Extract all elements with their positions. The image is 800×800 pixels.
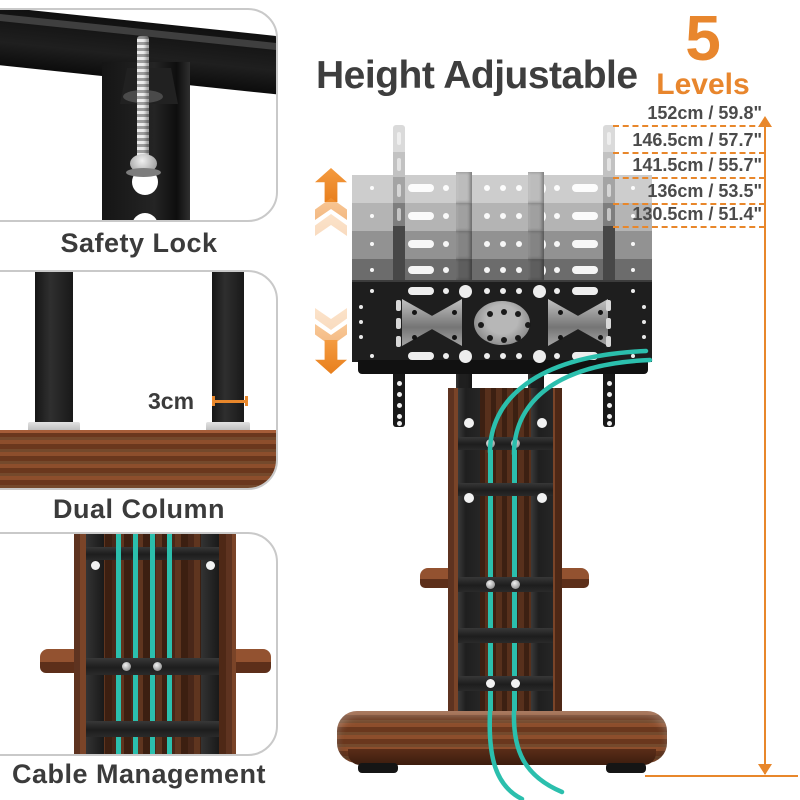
bracket-hole <box>443 213 449 219</box>
bracket-hole <box>516 185 522 191</box>
bracket-hole <box>631 214 635 218</box>
bracket-hole <box>554 241 560 247</box>
bracket-hole <box>370 186 374 190</box>
safety-lock-panel <box>0 8 278 222</box>
bracket-hole <box>516 267 522 273</box>
bracket-post-segment <box>456 172 472 203</box>
shelf-right-wing <box>236 649 271 673</box>
frame-bottom-bar <box>86 721 219 737</box>
cable <box>133 534 138 754</box>
bracket-hole <box>408 184 434 192</box>
bracket-hole <box>500 267 506 273</box>
bracket-hole <box>554 185 560 191</box>
mid-bar-screw <box>122 662 131 671</box>
bracket-hole <box>516 213 522 219</box>
mid-bar-screw <box>153 662 162 671</box>
bracket-post-segment <box>528 231 544 259</box>
bracket-hole <box>631 186 635 190</box>
bracket-post-segment <box>528 203 544 231</box>
bracket-hole <box>554 213 560 219</box>
bracket-hole <box>572 212 598 220</box>
cable <box>150 534 155 754</box>
safety-lock-caption: Safety Lock <box>60 228 218 258</box>
mount-rail-lower <box>603 374 615 427</box>
cable-management-caption: Cable Management <box>11 759 267 789</box>
bracket-post-segment <box>456 203 472 231</box>
bracket-hole <box>484 213 490 219</box>
bracket-hole <box>408 266 434 274</box>
left-base-plate <box>28 422 80 432</box>
bracket-hole <box>370 268 374 272</box>
bracket-hole <box>408 240 434 248</box>
bracket-hole <box>443 267 449 273</box>
bracket-hole <box>500 241 506 247</box>
right-base-plate <box>206 422 250 432</box>
bracket-post-segment <box>528 172 544 203</box>
bracket-hole <box>631 268 635 272</box>
bracket-hole <box>484 267 490 273</box>
gap-measure-tick <box>212 396 215 406</box>
bracket-post-segment <box>528 259 544 280</box>
bracket-hole <box>408 212 434 220</box>
gap-measure-line <box>212 400 248 403</box>
screw-head-washer <box>126 168 161 177</box>
rail-slot-hole <box>397 184 401 197</box>
frame-right-rail <box>201 534 219 754</box>
page-title: Height Adjustable <box>316 54 638 97</box>
cable <box>167 534 172 754</box>
bracket-post-segment <box>456 280 472 398</box>
rail-slot-hole <box>607 184 611 197</box>
bracket-hole <box>500 213 506 219</box>
bracket-hole <box>370 214 374 218</box>
bracket-post-segment <box>528 280 544 398</box>
dual-column-panel: 3cm <box>0 270 278 490</box>
bracket-hole <box>132 213 158 220</box>
cable-management-panel <box>0 532 278 756</box>
frame-mid-bar <box>86 658 219 675</box>
frame-screw-dot <box>206 561 215 570</box>
bracket-hole <box>572 266 598 274</box>
shelf-left-wing <box>40 649 74 673</box>
bracket-hole <box>484 241 490 247</box>
bracket-hole <box>516 241 522 247</box>
bracket-post-segment <box>456 259 472 280</box>
cable <box>116 534 121 754</box>
bracket-hole <box>443 185 449 191</box>
bracket-hole <box>484 185 490 191</box>
frame-screw-dot <box>91 561 100 570</box>
rail-slot-hole <box>397 208 401 221</box>
bracket-post-segment <box>456 231 472 259</box>
rail-slot-hole <box>607 208 611 221</box>
bracket-hole <box>572 240 598 248</box>
mount-rail-segment <box>393 226 405 280</box>
levels-number: 5 <box>685 2 721 74</box>
rail-slot-hole <box>397 158 401 171</box>
mount-rail-lower <box>393 374 405 427</box>
rail-slot-hole <box>607 132 611 145</box>
left-column <box>35 272 73 424</box>
bracket-hole <box>572 184 598 192</box>
bracket-hole <box>443 241 449 247</box>
floor-line <box>645 775 798 777</box>
levels-label: Levels <box>656 68 750 101</box>
bracket-hole <box>554 267 560 273</box>
dimension-arrowhead-down-icon <box>758 764 772 775</box>
dimension-line <box>764 124 766 774</box>
bracket-hole <box>631 242 635 246</box>
dual-column-caption: Dual Column <box>53 494 225 524</box>
bracket-hole <box>370 242 374 246</box>
column-gap-label: 3cm <box>148 388 195 414</box>
frame-left-rail <box>86 534 104 754</box>
gap-measure-tick <box>245 396 248 406</box>
rail-slot-hole <box>607 158 611 171</box>
rail-slot-hole <box>397 132 401 145</box>
mount-rail-segment <box>603 226 615 280</box>
bracket-hole <box>500 185 506 191</box>
right-column <box>212 272 244 424</box>
wood-base-bar <box>0 430 276 488</box>
dimension-arrowhead-up-icon <box>758 116 772 127</box>
screw-rod <box>137 36 149 162</box>
